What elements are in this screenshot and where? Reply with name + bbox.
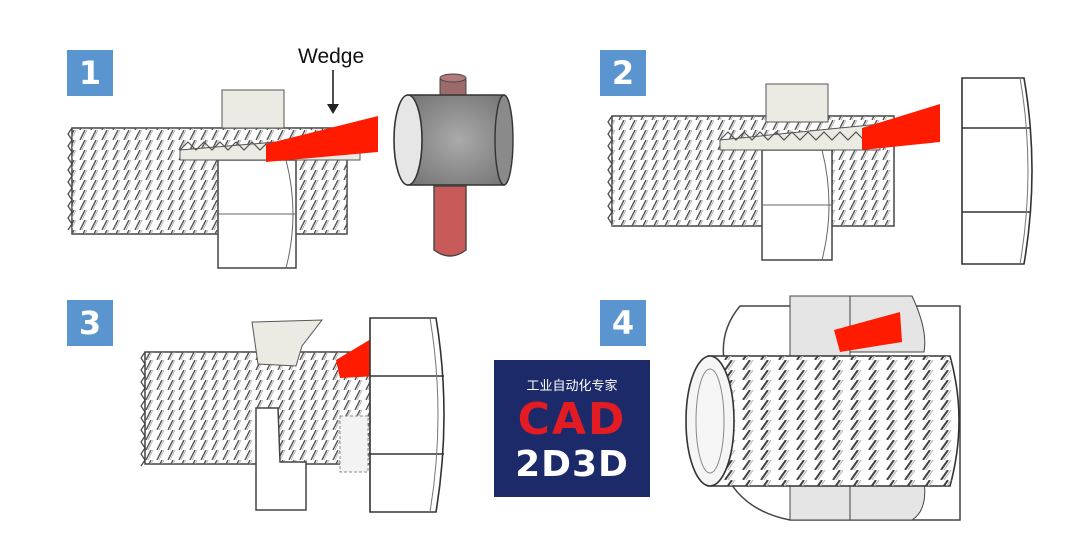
step-badge-1: 1 [67,50,113,96]
deformed-bottom-nut [255,407,307,511]
logo-sub: 2D3D [515,444,629,485]
nut-icon [369,317,445,513]
step-badge-3: 3 [67,300,113,346]
thread-gap [339,415,369,473]
watermark-logo: 工业自动化专家 CAD 2D3D [494,360,650,497]
logo-title: 工业自动化专家 [526,379,618,394]
panel-2 [607,77,1033,265]
wedge [862,104,940,150]
step-badge-2: 2 [600,50,646,96]
step-badge-4: 4 [600,300,646,346]
deformed-top-nut [251,319,324,367]
wedge [834,312,902,352]
wedge [266,116,378,162]
nut-icon [961,77,1033,265]
hammer-icon [393,73,514,257]
panel-3 [140,317,445,513]
panel-1 [67,70,514,269]
hex-nut [761,149,833,261]
hex-nut [217,159,297,269]
locknut-cutaway-icon [685,295,961,521]
wedge-arrowhead [327,104,339,114]
wedge-label: Wedge [298,45,365,68]
panel-4 [685,295,961,521]
top-nut [719,83,881,151]
logo-brand: CAD [517,394,627,445]
wedge [336,336,378,378]
